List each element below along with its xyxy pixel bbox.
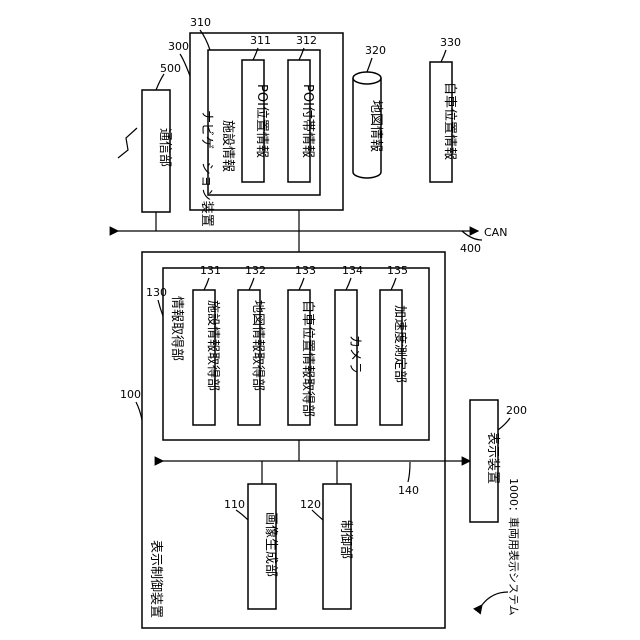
controller-label: 制御部 (338, 520, 353, 559)
map-info-label: 地図情報 (368, 100, 383, 152)
ref-133: 133 (295, 264, 316, 277)
ref-110: 110 (224, 498, 245, 511)
ref-300: 300 (168, 40, 189, 53)
leader-100 (136, 402, 142, 420)
system-label: 1000：車両用表示システム (507, 478, 521, 616)
map-acquire-label: 地図情報取得部 (250, 300, 266, 391)
ref-310: 310 (190, 16, 211, 29)
ref-200: 200 (506, 404, 527, 417)
ownpos-acquire-label: 自車位置情報取得部 (300, 300, 316, 417)
ref-100: 100 (120, 388, 141, 401)
acq-label: 情報取得部 (169, 296, 185, 361)
leader-1000 (482, 592, 508, 605)
ref-330: 330 (440, 36, 461, 49)
ref-131: 131 (200, 264, 221, 277)
ref-135: 135 (387, 264, 408, 277)
ref-500: 500 (160, 62, 181, 75)
ref-132: 132 (245, 264, 266, 277)
facility-label: 施設情報 (220, 120, 236, 172)
ref-120: 120 (300, 498, 321, 511)
own-position-label: 自車位置情報 (442, 82, 457, 160)
ref-134: 134 (342, 264, 363, 277)
control-device-label: 表示制御装置 (148, 540, 163, 618)
ref-140: 140 (398, 484, 419, 497)
leader-500 (156, 74, 164, 90)
camera-label: カメラ (347, 335, 362, 374)
ref-320: 320 (365, 44, 386, 57)
ref-130: 130 (146, 286, 167, 299)
image-gen-label: 画像生成部 (263, 512, 278, 577)
leader-300 (180, 54, 190, 76)
poi-attribute-label: POI付帯情報 (300, 84, 315, 158)
can-label: CAN (484, 226, 507, 239)
ref-312: 312 (296, 34, 317, 47)
leader-330 (441, 50, 446, 62)
ref-400: 400 (460, 242, 481, 255)
nav-label: ナビゲーション装置 (199, 110, 214, 227)
leader-320 (367, 58, 372, 72)
ref-311: 311 (250, 34, 271, 47)
facility-acquire-label: 施設情報取得部 (205, 300, 221, 391)
comm-unit-label: 通信部 (157, 128, 172, 167)
accel-label: 加速度測定部 (392, 305, 408, 383)
wireless-signal-icon (118, 128, 137, 158)
poi-position-label: POI位置情報 (254, 84, 269, 158)
leader-200 (498, 418, 510, 430)
leader-400 (462, 231, 482, 240)
display-device-label: 表示装置 (485, 432, 500, 484)
